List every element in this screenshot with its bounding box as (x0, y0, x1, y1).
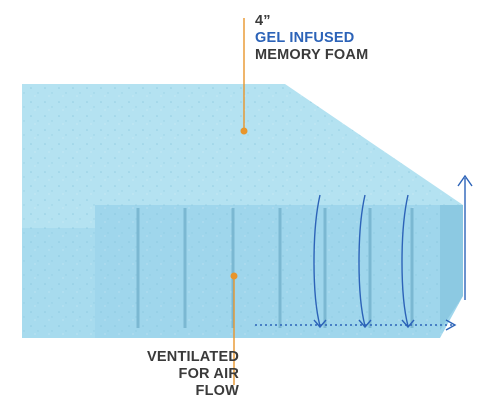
foam-top-surface (22, 84, 463, 228)
ventilated-label: VENTILATED (147, 349, 239, 365)
airflow-arrow-icon (255, 174, 473, 331)
foam-left-block (22, 228, 95, 338)
leader-dot-icon (230, 272, 238, 280)
leader-dot-icon (240, 127, 248, 135)
gel-infused-label: GEL INFUSED (255, 30, 355, 47)
vent-channels (136, 208, 414, 328)
ventilation-callout: VENTILATED FOR AIR FLOW (138, 349, 239, 400)
gel-foam-callout: 4” GEL INFUSED MEMORY FOAM (255, 13, 368, 64)
leader-lines (233, 18, 245, 385)
air-flow-label: FOR AIR FLOW (178, 366, 239, 400)
memory-foam-label: MEMORY FOAM (255, 47, 369, 64)
foam-thickness: 4” (255, 13, 271, 29)
